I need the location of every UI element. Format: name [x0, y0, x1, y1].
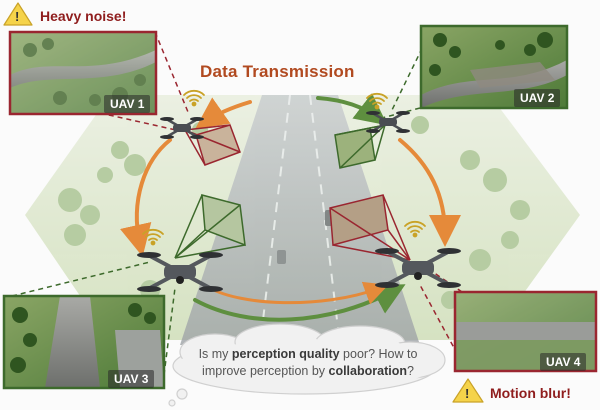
diagram-title: Data Transmission [200, 62, 355, 81]
drone-icon-uav4 [375, 248, 461, 288]
uav2-view-image [419, 24, 569, 110]
highway-road [180, 94, 420, 346]
wifi-signal-icon-uav2 [366, 92, 388, 110]
warning-heavy-noise: Heavy noise! [40, 8, 127, 24]
drone-icon-uav2 [366, 111, 410, 133]
uav1-label: UAV 1 [104, 95, 151, 113]
uav3-label: UAV 3 [108, 370, 155, 388]
transmission-arrows [120, 93, 461, 322]
camera-frustum-uav3 [174, 194, 246, 259]
uav2-label: UAV 2 [514, 89, 561, 107]
uav4-label: UAV 4 [540, 353, 587, 371]
drone-icon-uav3 [137, 252, 223, 292]
question-bold-perception-quality: perception quality [231, 347, 340, 361]
wifi-signal-icon-uav3 [142, 228, 164, 246]
warning-symbol-bottom: ! [465, 386, 470, 401]
collaboration-question: Is my perception quality poor? How to im… [178, 346, 438, 380]
warning-motion-blur: Motion blur! [490, 385, 571, 401]
question-part3: ? [406, 364, 414, 378]
wifi-signal-icon-uav1 [183, 89, 205, 107]
warning-symbol-top: ! [15, 9, 20, 24]
warning-icon-bottom [452, 378, 484, 403]
wifi-signal-icon-uav4 [404, 220, 426, 238]
warning-icon-top [3, 2, 33, 26]
drone-icon-uav1 [160, 117, 204, 139]
cloud-icon [168, 323, 446, 407]
question-bold-collaboration: collaboration [328, 364, 407, 378]
question-part1: Is my [198, 347, 232, 361]
question-part2: poor? How to improve perception by [202, 347, 418, 378]
